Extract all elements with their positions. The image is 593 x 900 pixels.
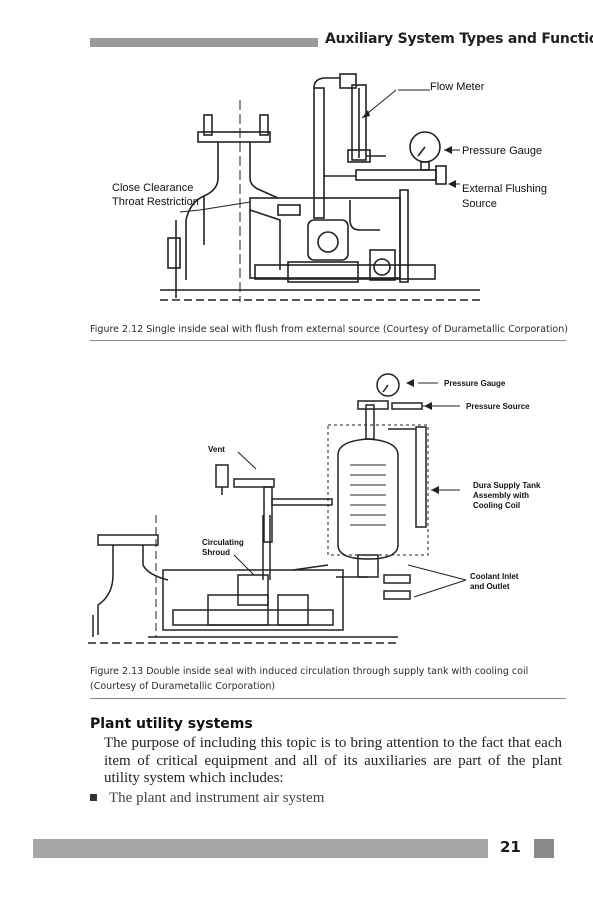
footer-bar [33, 839, 488, 858]
footer-tab [534, 839, 554, 858]
figure-2-13-drawing: Pressure Gauge Pressure Source Vent Dura… [88, 373, 541, 644]
section-paragraph: The purpose of including this topic is t… [104, 735, 562, 786]
label-pressure-gauge: Pressure Gauge [444, 379, 506, 388]
figure-2-13: Pressure Gauge Pressure Source Vent Dura… [88, 365, 568, 650]
label-dura-supply-assembly: Assembly with [473, 491, 529, 500]
figure-2-13-caption-line1: Figure 2.13 Double inside seal with indu… [90, 666, 529, 677]
section-heading: Plant utility systems [90, 716, 253, 732]
label-external-flushing-source: Source [462, 198, 497, 210]
bullet-item: The plant and instrument air system [90, 790, 324, 807]
label-vent: Vent [208, 445, 225, 454]
label-flow-meter: Flow Meter [430, 81, 485, 93]
label-pressure-source: Pressure Source [466, 402, 530, 411]
figure-2-12: Flow Meter Pressure Gauge External Flush… [100, 70, 570, 310]
label-pressure-gauge: Pressure Gauge [462, 145, 542, 157]
label-coolant-inlet: Coolant Inlet [470, 572, 519, 581]
bullet-square-icon [90, 794, 97, 802]
figure-2-12-drawing: Flow Meter Pressure Gauge External Flush… [112, 73, 547, 302]
label-dura-supply-tank: Dura Supply Tank [473, 481, 541, 490]
label-close-clearance: Close Clearance [112, 182, 193, 194]
figure-2-13-caption-rule [90, 698, 566, 699]
label-dura-supply-coil: Cooling Coil [473, 501, 520, 510]
label-external-flushing: External Flushing [462, 183, 547, 195]
label-shroud: Shroud [202, 548, 230, 557]
figure-2-12-caption-rule [90, 340, 566, 341]
bullet-item-text: The plant and instrument air system [109, 790, 325, 806]
page-number: 21 [500, 838, 521, 856]
label-throat-restriction: Throat Restriction [112, 196, 199, 208]
label-and-outlet: and Outlet [470, 582, 510, 591]
figure-2-12-caption: Figure 2.12 Single inside seal with flus… [90, 324, 568, 335]
figure-2-13-caption-line2: (Courtesy of Durametallic Corporation) [90, 681, 276, 692]
header-bar [90, 38, 318, 47]
running-header-title: Auxiliary System Types and Functions [325, 31, 593, 47]
label-circulating: Circulating [202, 538, 244, 547]
